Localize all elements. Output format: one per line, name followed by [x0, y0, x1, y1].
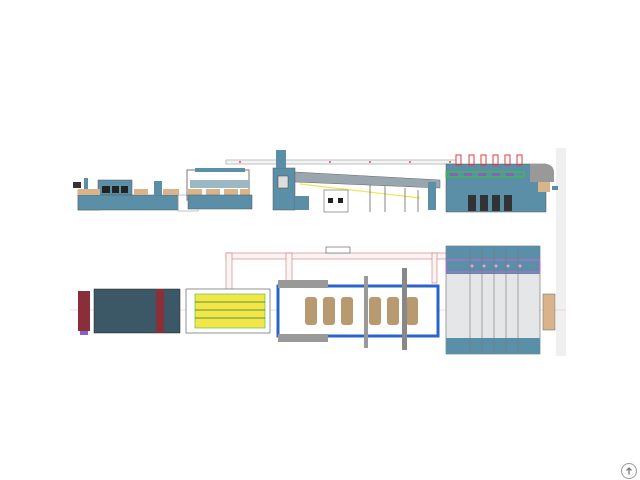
plan-view — [70, 245, 566, 355]
arrow-up-circle-icon — [626, 467, 632, 475]
conveyor-bed — [77, 194, 179, 211]
feeder-unit — [272, 167, 296, 211]
stacker-unit — [73, 182, 81, 188]
transfer-rail — [225, 252, 459, 260]
inclined-conveyor — [294, 171, 441, 189]
overhead-conveyor — [225, 159, 457, 165]
elevation-view — [73, 150, 558, 213]
support-frame — [323, 189, 349, 213]
carton-blanks — [305, 297, 418, 325]
feeder-plan — [542, 293, 556, 331]
edge-band — [556, 148, 566, 356]
ink-units — [455, 154, 523, 166]
roller-conveyor — [93, 288, 181, 334]
stacker-table — [78, 291, 90, 331]
carton-stack — [78, 189, 179, 195]
scroll-to-top-button[interactable] — [621, 463, 637, 479]
